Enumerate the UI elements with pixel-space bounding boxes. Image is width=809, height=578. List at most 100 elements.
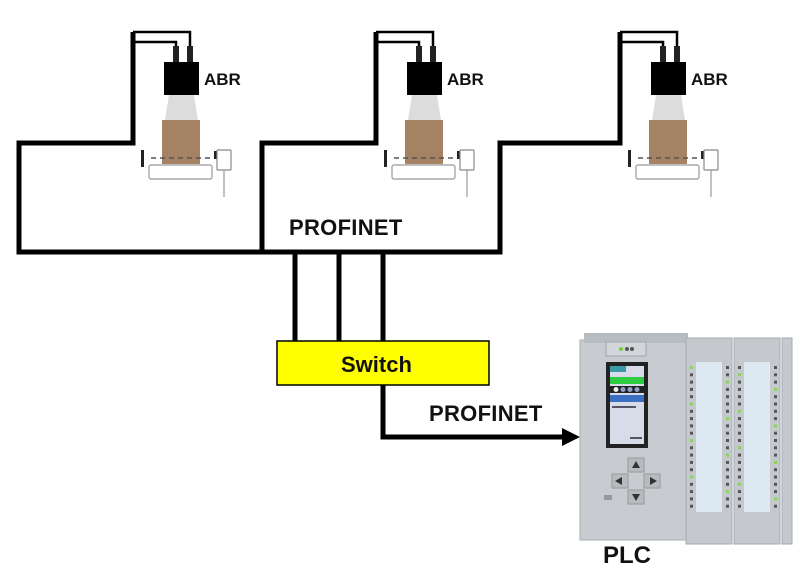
camera-cable [376, 40, 421, 48]
wire-switch-plc [380, 385, 565, 440]
io-led [738, 468, 741, 472]
barcode-reader-camera-icon [651, 62, 686, 95]
scan-beam [165, 95, 198, 120]
io-led [690, 468, 693, 472]
plc-device [579, 333, 793, 545]
io-led [738, 387, 741, 391]
io-led [774, 468, 777, 472]
io-led [690, 453, 693, 457]
reflector-icon [384, 150, 387, 167]
io-led [738, 482, 741, 486]
connector-icon [674, 46, 680, 62]
station-1-label: ABR [204, 70, 241, 89]
io-led [690, 460, 693, 464]
switch-box [276, 340, 490, 386]
io-led [774, 380, 777, 384]
sensor-lens [701, 151, 704, 159]
sensor-lens [214, 151, 217, 159]
reflector-icon [628, 150, 631, 167]
io-led [726, 490, 729, 494]
io-led [726, 387, 729, 391]
io-led [690, 366, 693, 369]
io-led [690, 402, 693, 406]
io-led [690, 439, 693, 442]
io-led [726, 468, 729, 472]
station-2-label: ABR [447, 70, 484, 89]
io-led [738, 366, 741, 369]
connector-icon [430, 46, 436, 62]
io-led [726, 439, 729, 442]
io-led [690, 431, 693, 435]
io-led [738, 460, 741, 464]
io-led [774, 490, 777, 494]
io-led [690, 497, 693, 501]
io-led [690, 395, 693, 399]
connector-icon [187, 46, 193, 62]
station-3-label: ABR [691, 70, 728, 89]
wire-station-1 [16, 32, 262, 255]
connector-icon [173, 46, 179, 62]
io-led [738, 402, 741, 406]
profinet-label-bottom: PROFINET [429, 401, 543, 426]
io-led [690, 475, 693, 479]
abr-station-3 [620, 30, 719, 197]
io-led [726, 431, 729, 435]
io-led [774, 439, 777, 442]
io-led [774, 387, 777, 391]
io-led [738, 439, 741, 442]
io-led [738, 373, 741, 377]
io-led [738, 490, 741, 494]
photo-sensor-icon [216, 149, 232, 171]
conveyor-base [148, 164, 213, 180]
wire-station-3 [262, 32, 623, 255]
io-led [774, 446, 777, 450]
io-led [774, 431, 777, 435]
io-led [726, 417, 729, 421]
plc-label: PLC [603, 542, 651, 569]
camera-cable [133, 30, 192, 48]
io-led [774, 460, 777, 464]
io-led [774, 453, 777, 457]
connector-icon [416, 46, 422, 62]
io-led [726, 460, 729, 464]
io-led [738, 424, 741, 428]
io-led [726, 380, 729, 384]
io-led [726, 373, 729, 377]
io-led [738, 453, 741, 457]
io-led [774, 482, 777, 486]
io-led [774, 373, 777, 377]
io-led [690, 409, 693, 413]
io-led [726, 504, 729, 508]
io-led [690, 446, 693, 450]
barcode-reader-camera-icon [164, 62, 199, 95]
arrow-head-icon [562, 428, 580, 446]
io-led [726, 475, 729, 479]
io-led [690, 490, 693, 494]
io-led [726, 402, 729, 406]
io-led [738, 395, 741, 399]
io-led [774, 395, 777, 399]
io-led [774, 417, 777, 421]
io-led [726, 497, 729, 501]
io-led [690, 387, 693, 391]
abr-station-1 [133, 30, 232, 197]
camera-cable [620, 40, 665, 48]
package-box-icon [162, 120, 200, 164]
io-led [726, 395, 729, 399]
io-led [738, 446, 741, 450]
io-led [738, 497, 741, 501]
camera-cable [376, 30, 435, 48]
sensor-lens [457, 151, 460, 159]
io-led [738, 431, 741, 435]
io-led [774, 424, 777, 428]
wire-station-2 [259, 32, 379, 252]
io-led [738, 409, 741, 413]
io-led [774, 497, 777, 501]
io-led [690, 380, 693, 384]
io-led [690, 417, 693, 421]
io-led [690, 504, 693, 508]
io-led [774, 366, 777, 369]
io-led [726, 482, 729, 486]
photo-sensor-icon [459, 149, 475, 171]
barcode-reader-camera-icon [407, 62, 442, 95]
